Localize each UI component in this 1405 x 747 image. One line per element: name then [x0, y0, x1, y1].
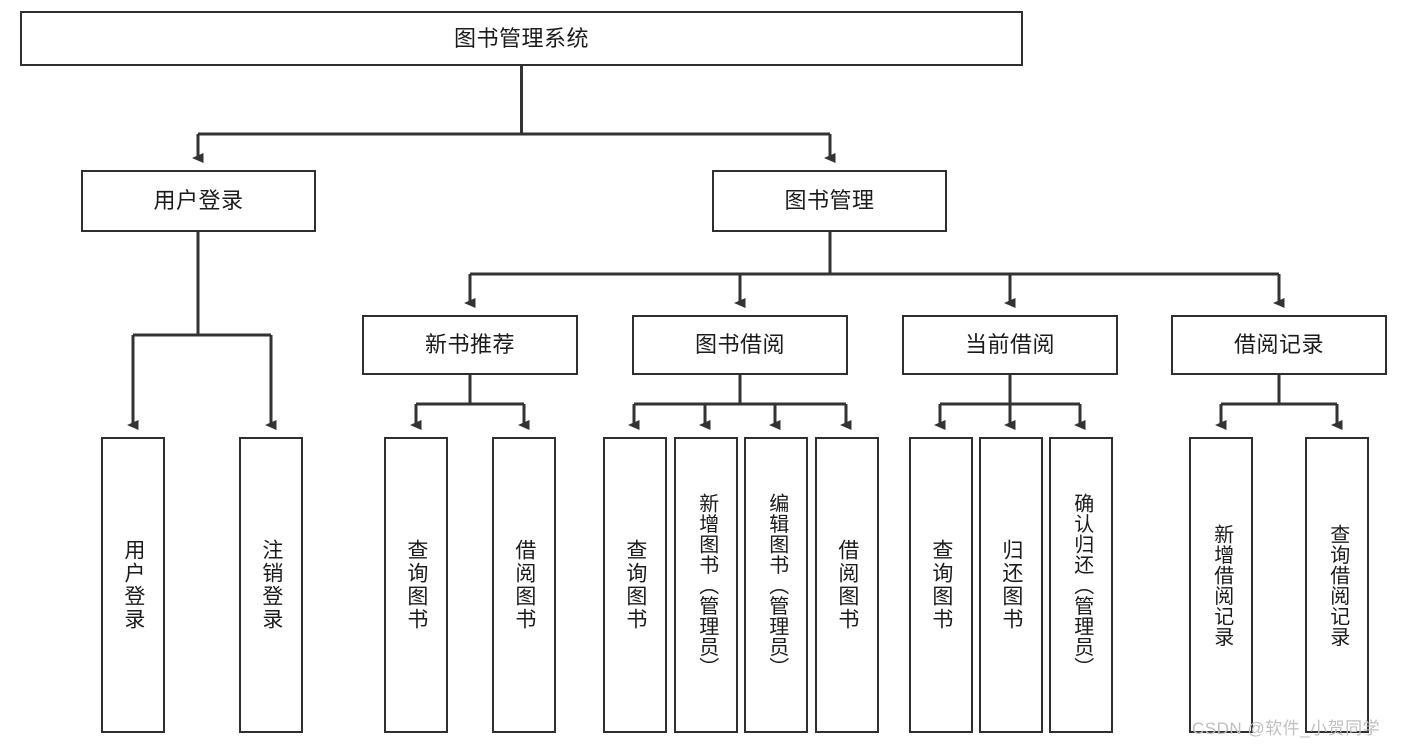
node-new-book-rec-label: 新书推荐	[424, 332, 515, 358]
node-current-borrow-label: 当前借阅	[964, 332, 1055, 358]
node-borrow-record[interactable]: 借阅记录	[1171, 315, 1387, 375]
leaf-cur-return-book-label: 归还图书	[999, 539, 1023, 631]
leaf-user-login[interactable]: 用户登录	[101, 437, 165, 733]
node-book-borrow-label: 图书借阅	[694, 332, 785, 358]
leaf-borrow-borrow-book[interactable]: 借阅图书	[815, 437, 879, 733]
node-user-login[interactable]: 用户登录	[81, 170, 316, 232]
node-root[interactable]: 图书管理系统	[20, 11, 1023, 66]
leaf-borrow-query-book-label: 查询图书	[623, 539, 647, 631]
leaf-borrow-edit-book[interactable]: 编辑图书（管理员）	[744, 437, 808, 733]
node-borrow-record-label: 借阅记录	[1233, 332, 1324, 358]
node-root-label: 图书管理系统	[453, 25, 589, 51]
node-book-borrow[interactable]: 图书借阅	[632, 315, 848, 375]
leaf-rec-borrow-book[interactable]: 借阅图书	[492, 437, 556, 733]
leaf-rec-add-record-label: 新增借阅记录	[1210, 523, 1233, 647]
leaf-rec-query-book-label: 查询图书	[404, 539, 428, 631]
leaf-borrow-edit-book-label: 编辑图书（管理员）	[765, 492, 788, 678]
csdn-watermark: CSDN @软件_小贺同学	[1192, 719, 1381, 738]
leaf-cur-confirm-return[interactable]: 确认归还（管理员）	[1049, 437, 1113, 733]
node-book-manage[interactable]: 图书管理	[712, 170, 947, 232]
node-current-borrow[interactable]: 当前借阅	[902, 315, 1118, 375]
leaf-cur-query-book[interactable]: 查询图书	[909, 437, 973, 733]
leaf-rec-add-record[interactable]: 新增借阅记录	[1189, 437, 1253, 733]
leaf-rec-borrow-book-label: 借阅图书	[512, 539, 536, 631]
leaf-cur-return-book[interactable]: 归还图书	[979, 437, 1043, 733]
node-new-book-rec[interactable]: 新书推荐	[362, 315, 578, 375]
leaf-rec-query-book[interactable]: 查询图书	[384, 437, 448, 733]
node-book-manage-label: 图书管理	[784, 188, 875, 214]
leaf-user-logout[interactable]: 注销登录	[239, 437, 303, 733]
leaf-user-logout-label: 注销登录	[259, 539, 283, 631]
leaf-rec-query-record[interactable]: 查询借阅记录	[1305, 437, 1369, 733]
leaf-cur-query-book-label: 查询图书	[929, 539, 953, 631]
node-user-login-label: 用户登录	[153, 188, 244, 214]
leaf-rec-query-record-label: 查询借阅记录	[1326, 523, 1349, 647]
leaf-cur-confirm-return-label: 确认归还（管理员）	[1070, 492, 1093, 678]
leaf-borrow-add-book[interactable]: 新增图书（管理员）	[674, 437, 738, 733]
leaf-borrow-query-book[interactable]: 查询图书	[603, 437, 667, 733]
leaf-user-login-label: 用户登录	[121, 539, 145, 631]
leaf-borrow-add-book-label: 新增图书（管理员）	[695, 492, 718, 678]
leaf-borrow-borrow-book-label: 借阅图书	[835, 539, 859, 631]
